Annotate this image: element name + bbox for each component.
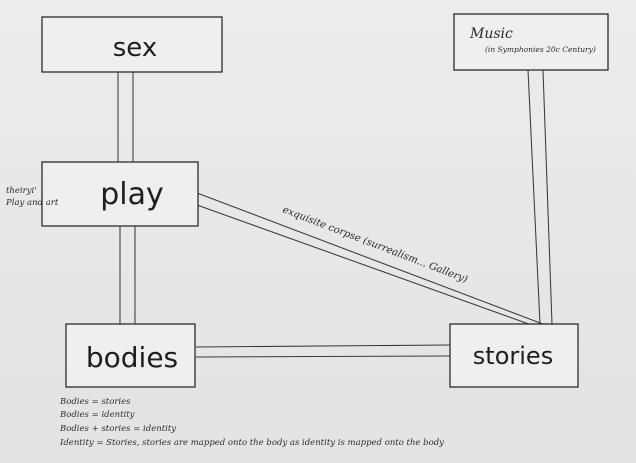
node-music-sublabel: (in Symphonies 20c Century) [485,45,596,54]
node-music: Music (in Symphonies 20c Century) [453,13,609,71]
node-bodies: bodies [65,323,196,388]
edge-play-bodies [119,226,136,324]
node-music-label: Music [469,26,513,42]
note-line: Bodies + stories = identity [59,424,176,434]
edge-play-stories [196,192,549,329]
notes: Bodies = stories Bodies = identity Bodie… [59,397,444,448]
side-note: theiryi' Play and art [5,186,59,208]
node-play: play [41,161,199,227]
node-sex: sex [41,16,223,73]
side-note-line2: Play and art [5,198,59,208]
note-line: Bodies = stories [59,397,131,407]
side-note-line1: theiryi' [6,186,37,196]
edge-bodies-stories [195,344,451,358]
node-play-label: play [100,177,164,212]
note-line: Bodies = identity [59,410,135,420]
node-bodies-label: bodies [86,341,178,374]
edge-sex-play [117,72,134,162]
node-stories: stories [449,323,579,388]
edge-music-stories [527,69,553,325]
node-stories-label: stories [473,342,553,370]
note-line: Identity = Stories, stories are mapped o… [59,438,444,448]
node-sex-label: sex [113,33,157,63]
